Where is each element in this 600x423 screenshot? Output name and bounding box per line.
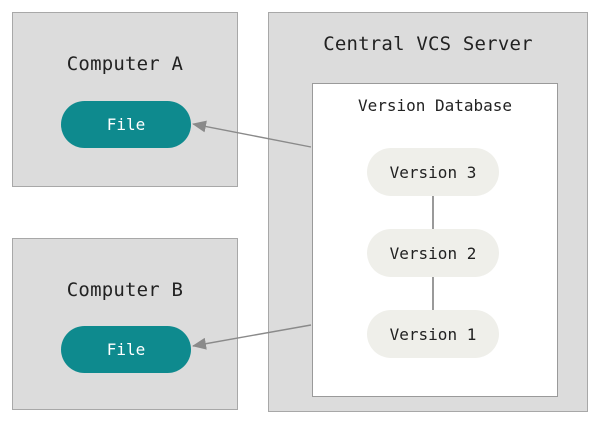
computer-a-title: Computer A [66,53,184,75]
server-title: Central VCS Server [323,33,533,55]
computer-a-file: File [61,101,191,148]
computer-b-title: Computer B [66,279,184,301]
version-database-title: Version Database [357,96,513,115]
computer-a-box: Computer A File [12,12,238,187]
computer-b-file: File [61,326,191,373]
version-2-node: Version 2 [367,229,499,277]
version-3-node: Version 3 [367,148,499,196]
computer-b-box: Computer B File [12,238,238,410]
server-box: Central VCS Server Version Database [268,12,588,412]
version-1-node: Version 1 [367,310,499,358]
